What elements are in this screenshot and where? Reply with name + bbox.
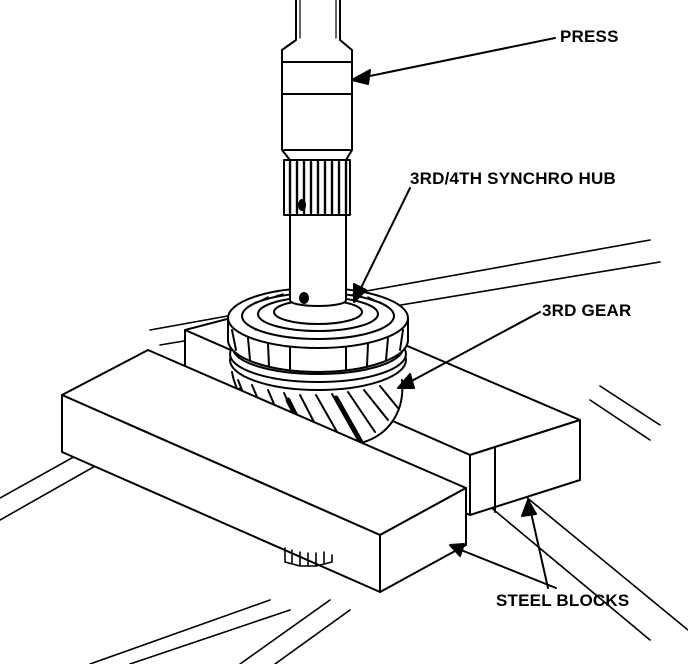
label-press: PRESS: [560, 27, 619, 46]
label-third-gear: 3RD GEAR: [542, 301, 632, 320]
press-ram: [281, 0, 353, 307]
label-synchro-hub: 3RD/4TH SYNCHRO HUB: [410, 169, 616, 188]
label-steel-blocks: STEEL BLOCKS: [496, 591, 630, 610]
synchro-hub: [227, 287, 409, 373]
leader-lines: [351, 37, 557, 589]
lower-gear-teeth: [284, 547, 333, 567]
steel-block-front: [61, 349, 467, 593]
